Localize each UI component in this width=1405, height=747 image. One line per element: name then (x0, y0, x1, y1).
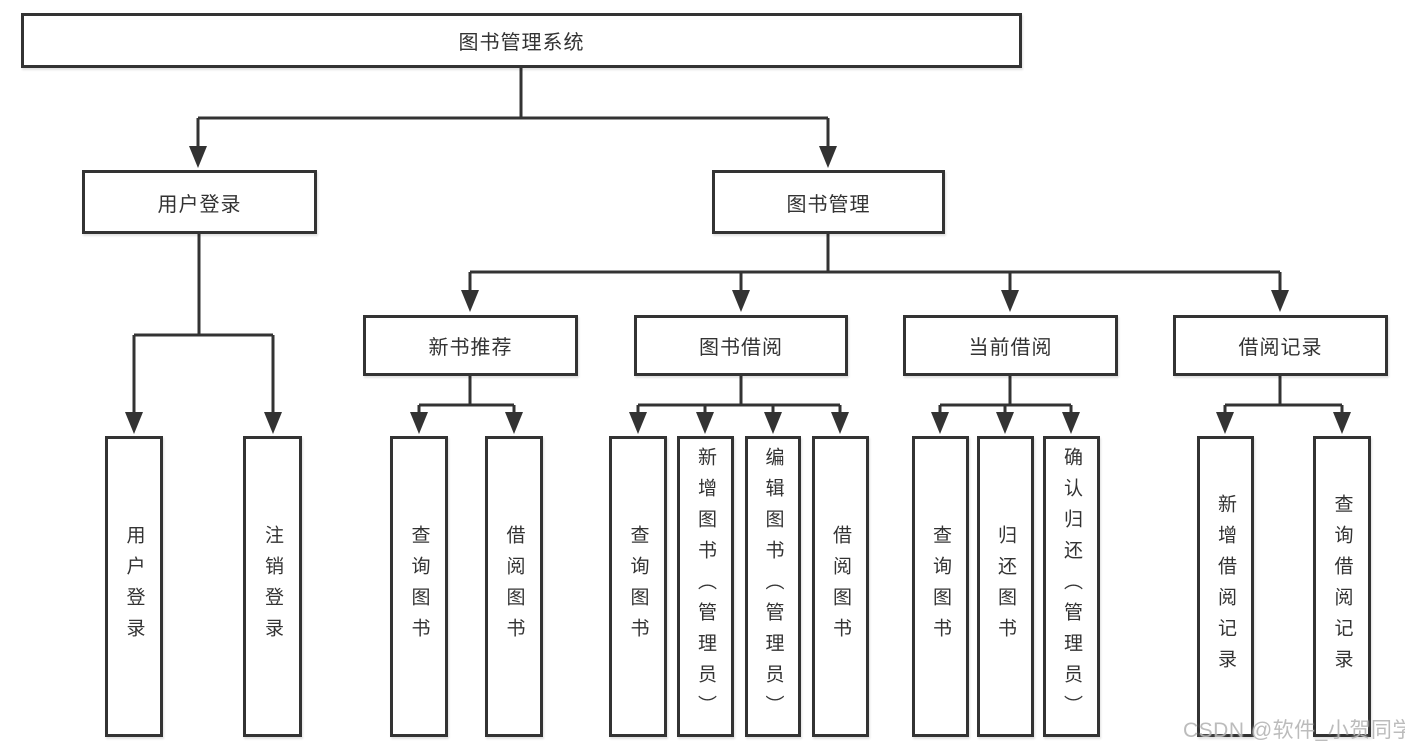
arrow-down-icon (264, 412, 282, 434)
arrow-down-icon (996, 412, 1014, 434)
connector-current-borrow-children (938, 376, 1073, 414)
node-new-book-recommend: 新书推荐 (363, 315, 578, 376)
arrow-down-icon (831, 412, 849, 434)
leaf-borrow-books-recommend: 借阅图书 (485, 436, 543, 737)
leaf-borrow-books: 借阅图书 (812, 436, 869, 737)
node-root: 图书管理系统 (21, 13, 1022, 68)
leaf-logout: 注销登录 (243, 436, 302, 737)
node-user-login: 用户登录 (82, 170, 317, 234)
arrow-down-icon (1333, 412, 1351, 434)
leaf-add-book-admin: 新增图书（管理员） (677, 436, 734, 737)
arrow-down-icon (819, 146, 837, 168)
arrow-down-icon (1001, 290, 1019, 312)
leaf-user-login: 用户登录 (105, 436, 163, 737)
leaf-query-books-current: 查询图书 (912, 436, 969, 737)
arrow-down-icon (764, 412, 782, 434)
arrow-down-icon (461, 290, 479, 312)
leaf-confirm-return-admin: 确认归还（管理员） (1043, 436, 1100, 737)
arrowheads (125, 146, 1351, 434)
arrow-down-icon (732, 290, 750, 312)
leaf-query-books-recommend: 查询图书 (390, 436, 448, 737)
connector-paths (132, 68, 1344, 414)
arrow-down-icon (629, 412, 647, 434)
node-book-borrow: 图书借阅 (634, 315, 848, 376)
arrow-down-icon (696, 412, 714, 434)
connector-book-mgmt-to-level3 (468, 234, 1282, 291)
connector-borrow-records-children (1223, 376, 1344, 414)
arrow-down-icon (505, 412, 523, 434)
arrow-down-icon (189, 146, 207, 168)
leaf-return-book: 归还图书 (977, 436, 1034, 737)
connector-book-borrow-children (636, 376, 842, 414)
arrow-down-icon (1062, 412, 1080, 434)
arrow-down-icon (410, 412, 428, 434)
arrow-down-icon (931, 412, 949, 434)
leaf-edit-book-admin: 编辑图书（管理员） (745, 436, 801, 737)
node-borrow-records: 借阅记录 (1173, 315, 1388, 376)
connector-new-book-children (417, 376, 516, 414)
arrow-down-icon (125, 412, 143, 434)
leaf-query-books-borrow: 查询图书 (609, 436, 667, 737)
watermark: CSDN @软件_小贺同学 (1183, 719, 1405, 742)
connector-user-login-children (132, 234, 275, 413)
connector-root-to-level2 (196, 68, 830, 147)
node-current-borrow: 当前借阅 (903, 315, 1118, 376)
leaf-add-borrow-record: 新增借阅记录 (1197, 436, 1254, 737)
arrow-down-icon (1271, 290, 1289, 312)
node-book-management: 图书管理 (712, 170, 945, 234)
arrow-down-icon (1216, 412, 1234, 434)
leaf-query-borrow-record: 查询借阅记录 (1313, 436, 1371, 737)
